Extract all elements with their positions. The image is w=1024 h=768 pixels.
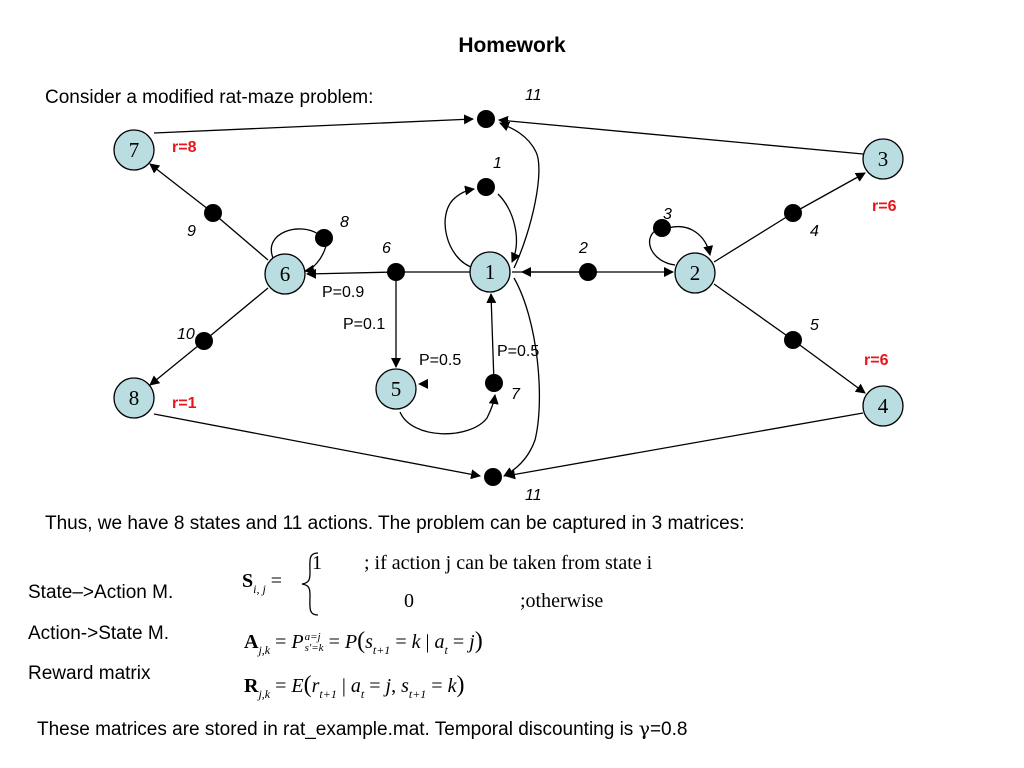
action-label-7: 4 (810, 223, 819, 240)
footer-text: These matrices are stored in rat_example… (37, 718, 687, 741)
edge-a10-to-8 (149, 340, 205, 386)
action-node-11-top (477, 110, 495, 128)
case2-text: ;otherwise (520, 590, 604, 612)
state-label-7: 7 (129, 138, 140, 162)
edge-a7-to-1 (486, 293, 497, 384)
state-action-label: State–>Action M. (28, 582, 174, 603)
reward-matrix-label: Reward matrix (28, 663, 151, 684)
action-node-5 (784, 331, 802, 349)
edge-1-to-a1 (444, 185, 475, 269)
intro-text: Consider a modified rat-maze problem: (45, 87, 374, 108)
edge-6-to-a8 (270, 228, 319, 259)
cases-brace (301, 552, 319, 616)
state-label-2: 2 (690, 261, 701, 285)
case1-text: ; if action j can be taken from state i (364, 552, 653, 574)
action-label-5: 2 (578, 240, 588, 257)
action-node-10 (195, 332, 213, 350)
edge-2-to-a5 (713, 283, 794, 341)
edge-3-to-a11top (498, 115, 864, 155)
edge-5-to-a7 (399, 394, 499, 435)
edge-a1-to-1 (497, 193, 521, 263)
action-label-1: 1 (493, 155, 502, 172)
edge-1-to-a11bot (503, 277, 541, 477)
action-node-2 (579, 263, 597, 281)
state-node-2: 2 (674, 252, 716, 294)
probability-label-1: P=0.1 (343, 316, 385, 333)
edge-7-to-a11top (153, 114, 474, 134)
action-label-0: 11 (525, 87, 542, 104)
footer-main: These matrices are stored in rat_example… (37, 719, 639, 740)
state-label-6: 6 (280, 262, 291, 286)
action-label-2: 9 (187, 223, 196, 240)
action-nodes (195, 110, 802, 486)
action-label-4: 6 (382, 240, 391, 257)
probability-label-2: P=0.5 (419, 352, 461, 369)
action-node-8 (315, 229, 333, 247)
edge-1-to-a11top (499, 121, 540, 269)
case2-value: 0 (404, 590, 414, 612)
state-label-3: 3 (878, 147, 889, 171)
state-label-8: 8 (129, 386, 140, 410)
state-node-1: 1 (469, 251, 511, 293)
state-label-4: 4 (878, 394, 889, 418)
reward-label-0: r=8 (172, 139, 197, 156)
state-node-4: 4 (862, 385, 904, 427)
gamma-symbol: γ (638, 718, 650, 740)
state-label-1: 1 (485, 260, 496, 284)
edge-a5-to-4 (792, 339, 866, 394)
reward-label-2: r=6 (864, 352, 889, 369)
action-node-7 (485, 374, 503, 392)
probability-labels: P=0.9P=0.1P=0.5P=0.5 (322, 284, 539, 369)
reward-label-1: r=6 (872, 198, 897, 215)
action-label-8: 5 (810, 317, 819, 334)
edge-a9-to-7 (149, 163, 214, 214)
edge-2-to-a4 (713, 212, 794, 263)
edge-a3-to-2 (667, 226, 714, 256)
gamma-value: =0.8 (649, 719, 688, 740)
state-node-3: 3 (862, 138, 904, 180)
case1-value: 1 (312, 552, 322, 574)
edges (149, 114, 866, 480)
edge-8-to-a11bot (153, 413, 481, 480)
probability-label-0: P=0.9 (322, 284, 364, 301)
action-node-9 (204, 204, 222, 222)
reward-equation: Rj,k = E(rt+1 | at = j, st+1 = k) (244, 672, 465, 701)
action-label-9: 10 (177, 326, 195, 343)
edge-2-to-a3 (648, 229, 676, 266)
reward-labels: r=8 r=6 r=6 r=1 (172, 139, 897, 412)
state-node-6: 6 (264, 253, 306, 295)
state-action-equation: Si, j = (242, 570, 283, 596)
state-node-8: 8 (113, 377, 155, 419)
edge-a8-to-6 (304, 245, 327, 275)
state-nodes: 1 2 3 4 5 6 7 8 (113, 129, 904, 427)
action-label-6: 3 (663, 206, 672, 223)
action-label-11: 11 (525, 487, 542, 504)
action-node-4 (784, 204, 802, 222)
edge-a7-to-5 (418, 378, 429, 389)
summary-text: Thus, we have 8 states and 11 actions. T… (45, 513, 745, 534)
action-node-3 (653, 219, 671, 237)
action-state-label: Action->State M. (28, 623, 169, 644)
action-node-6 (387, 263, 405, 281)
edge-6-to-a10 (203, 287, 269, 342)
action-node-1 (477, 178, 495, 196)
reward-label-3: r=1 (172, 395, 197, 412)
probability-label-3: P=0.5 (497, 343, 539, 360)
edge-4-to-a11bot (505, 412, 864, 480)
state-label-5: 5 (391, 377, 402, 401)
action-label-10: 7 (511, 386, 521, 403)
state-node-5: 5 (375, 368, 417, 410)
state-node-7: 7 (113, 129, 155, 171)
edge-a6-to-6 (306, 268, 397, 279)
action-label-3: 8 (340, 214, 349, 231)
action-node-11-bottom (484, 468, 502, 486)
edge-a4-to-3 (792, 172, 866, 214)
edge-6-to-a9 (212, 212, 269, 261)
page-title: Homework (458, 34, 566, 57)
